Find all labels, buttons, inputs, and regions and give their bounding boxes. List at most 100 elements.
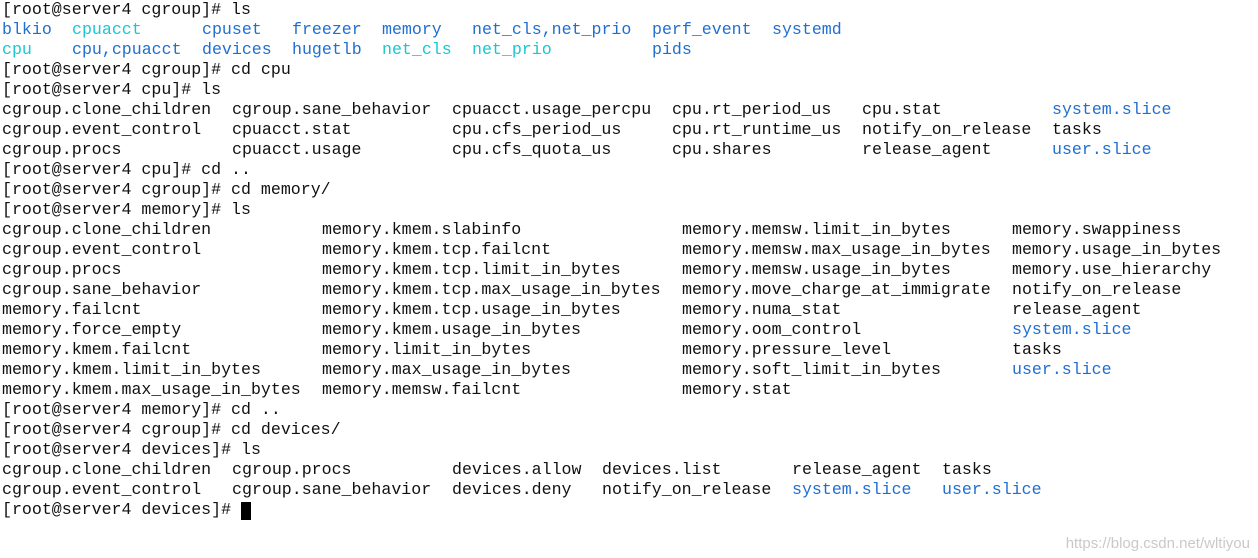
directory-entry: system.slice	[1052, 100, 1172, 119]
file-entry: memory.failcnt	[2, 300, 142, 319]
file-entry: memory.max_usage_in_bytes	[322, 360, 571, 379]
terminal-line: cgroup.event_control memory.kmem.tcp.fail…	[2, 240, 1256, 260]
file-entry: memory.memsw.failcnt	[322, 380, 522, 399]
directory-entry: blkio	[2, 20, 52, 39]
terminal-line: cgroup.procs memory.kmem.tcp.limit_in_byt…	[2, 260, 1256, 280]
file-entry: notify_on_release	[862, 120, 1032, 139]
file-entry: memory.kmem.tcp.failcnt	[322, 240, 552, 259]
directory-entry: memory	[382, 20, 442, 39]
file-entry: memory.kmem.slabinfo	[322, 220, 522, 239]
terminal-line: [root@server4 cpu]# ls	[2, 80, 1256, 100]
file-entry: cgroup.clone_children	[2, 460, 212, 479]
file-entry: cgroup.sane_behavior	[2, 280, 202, 299]
file-entry: cpuacct.usage_percpu	[452, 100, 652, 119]
file-entry: notify_on_release	[1012, 280, 1182, 299]
file-entry: devices.deny	[452, 480, 572, 499]
directory-entry: systemd	[772, 20, 842, 39]
file-entry: cpu.rt_runtime_us	[672, 120, 842, 139]
file-entry: memory.kmem.tcp.limit_in_bytes	[322, 260, 621, 279]
directory-entry: pids	[652, 40, 692, 59]
terminal-line: [root@server4 devices]# ls	[2, 440, 1256, 460]
file-entry: cgroup.clone_children	[2, 220, 212, 239]
file-entry: memory.swappiness	[1012, 220, 1182, 239]
terminal-line: memory.kmem.limit_in_bytes memory.max_usa…	[2, 360, 1256, 380]
file-entry: devices.allow	[452, 460, 582, 479]
file-entry: tasks	[942, 460, 992, 479]
file-entry: release_agent	[1012, 300, 1142, 319]
shell-prompt-line: [root@server4 cpu]# cd ..	[2, 160, 251, 179]
directory-entry: system.slice	[1012, 320, 1132, 339]
shell-prompt-line: [root@server4 cgroup]# ls	[2, 0, 251, 19]
file-entry: memory.kmem.limit_in_bytes	[2, 360, 261, 379]
shell-prompt-line: [root@server4 cgroup]# cd cpu	[2, 60, 291, 79]
file-entry: cpuacct.usage	[232, 140, 362, 159]
file-entry: devices.list	[602, 460, 722, 479]
terminal-line: memory.force_empty memory.kmem.usage_in_b…	[2, 320, 1256, 340]
terminal-line: [root@server4 memory]# cd ..	[2, 400, 1256, 420]
shell-prompt-line: [root@server4 cpu]# ls	[2, 80, 222, 99]
file-entry: release_agent	[862, 140, 992, 159]
shell-prompt-line: [root@server4 memory]# cd ..	[2, 400, 281, 419]
file-entry: cgroup.procs	[2, 260, 122, 279]
terminal-line: [root@server4 cgroup]# cd memory/	[2, 180, 1256, 200]
file-entry: cgroup.procs	[2, 140, 122, 159]
file-entry: cgroup.event_control	[2, 120, 202, 139]
file-entry: cgroup.sane_behavior	[232, 100, 432, 119]
watermark-text: https://blog.csdn.net/wltiyou	[1065, 535, 1250, 552]
file-entry: cgroup.procs	[232, 460, 352, 479]
directory-entry: net_cls,net_prio	[472, 20, 632, 39]
file-entry: cgroup.sane_behavior	[232, 480, 432, 499]
directory-entry: user.slice	[942, 480, 1042, 499]
terminal-line: memory.failcnt memory.kmem.tcp.usage_in_b…	[2, 300, 1256, 320]
shell-prompt-line: [root@server4 cgroup]# cd memory/	[2, 180, 331, 199]
terminal-line: [root@server4 cgroup]# cd devices/	[2, 420, 1256, 440]
file-entry: memory.limit_in_bytes	[322, 340, 532, 359]
symlink-entry: net_cls	[382, 40, 452, 59]
file-entry: memory.kmem.failcnt	[2, 340, 192, 359]
terminal-line: [root@server4 cpu]# cd ..	[2, 160, 1256, 180]
terminal-line: cgroup.sane_behavior memory.kmem.tcp.max_…	[2, 280, 1256, 300]
terminal-line: memory.kmem.failcnt memory.limit_in_bytes…	[2, 340, 1256, 360]
file-entry: memory.oom_control	[682, 320, 862, 339]
file-entry: memory.memsw.max_usage_in_bytes	[682, 240, 991, 259]
file-entry: cpuacct.stat	[232, 120, 352, 139]
terminal-line: [root@server4 memory]# ls	[2, 200, 1256, 220]
file-entry: memory.force_empty	[2, 320, 182, 339]
directory-entry: cpuset	[202, 20, 262, 39]
file-entry: memory.memsw.limit_in_bytes	[682, 220, 951, 239]
shell-prompt-line: [root@server4 devices]#	[2, 500, 241, 519]
terminal-line: cgroup.clone_children memory.kmem.slabinf…	[2, 220, 1256, 240]
file-entry: cgroup.event_control	[2, 480, 202, 499]
file-entry: cpu.rt_period_us	[672, 100, 832, 119]
file-entry: memory.use_hierarchy	[1012, 260, 1212, 279]
directory-entry: user.slice	[1012, 360, 1112, 379]
symlink-entry: cpuacct	[72, 20, 142, 39]
file-entry: memory.pressure_level	[682, 340, 892, 359]
directory-entry: hugetlb	[292, 40, 362, 59]
terminal-line: [root@server4 cgroup]# cd cpu	[2, 60, 1256, 80]
file-entry: cgroup.event_control	[2, 240, 202, 259]
directory-entry: cpu,cpuacct	[72, 40, 182, 59]
shell-prompt-line: [root@server4 memory]# ls	[2, 200, 251, 219]
file-entry: notify_on_release	[602, 480, 772, 499]
directory-entry: system.slice	[792, 480, 912, 499]
file-entry: cpu.stat	[862, 100, 942, 119]
file-entry: memory.move_charge_at_immigrate	[682, 280, 991, 299]
directory-entry: devices	[202, 40, 272, 59]
directory-entry: user.slice	[1052, 140, 1152, 159]
file-entry: memory.kmem.usage_in_bytes	[322, 320, 581, 339]
file-entry: memory.kmem.tcp.max_usage_in_bytes	[322, 280, 661, 299]
terminal-cursor	[241, 502, 251, 520]
symlink-entry: net_prio	[472, 40, 552, 59]
file-entry: memory.kmem.tcp.usage_in_bytes	[322, 300, 621, 319]
file-entry: memory.soft_limit_in_bytes	[682, 360, 941, 379]
file-entry: memory.memsw.usage_in_bytes	[682, 260, 951, 279]
file-entry: tasks	[1012, 340, 1062, 359]
file-entry: cpu.shares	[672, 140, 772, 159]
